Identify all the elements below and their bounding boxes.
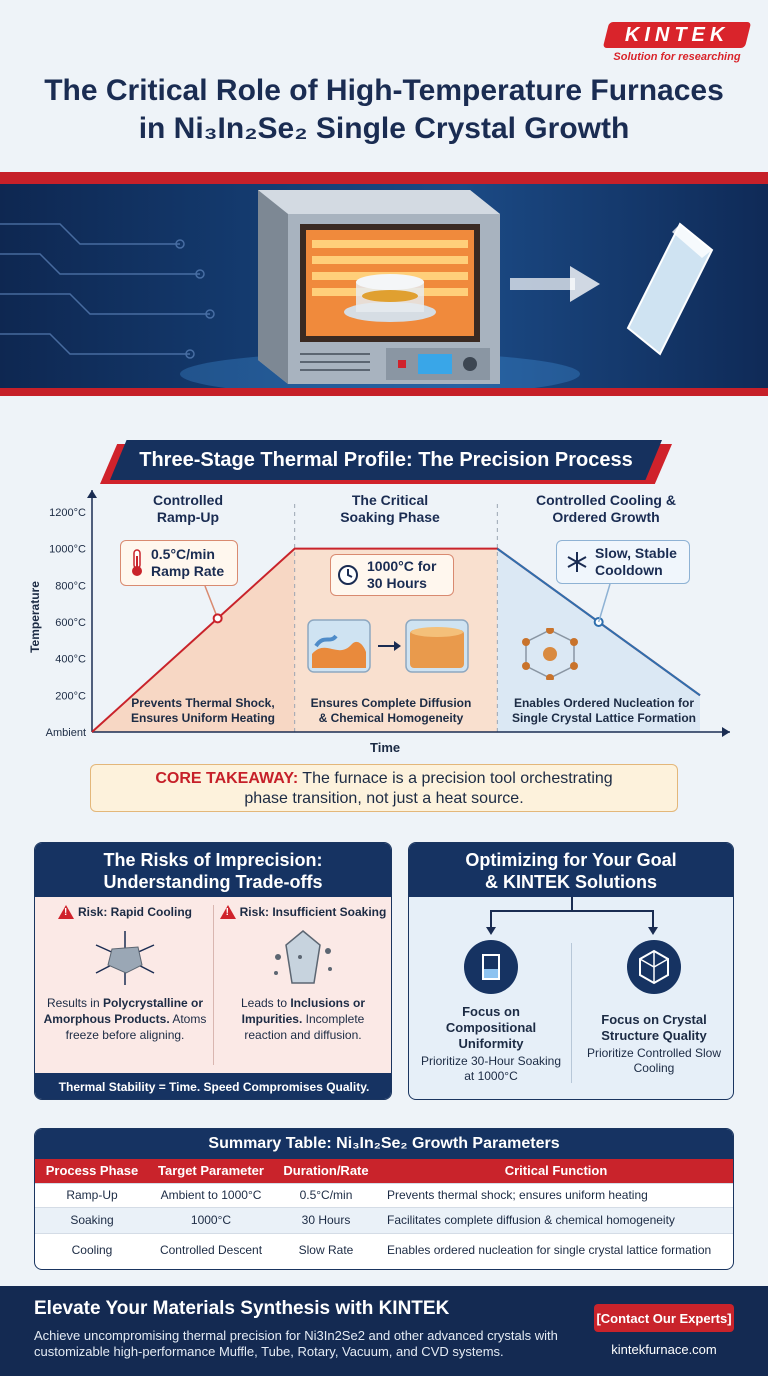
warning-icon <box>58 905 74 919</box>
warning-icon <box>219 905 236 919</box>
logo-text: KINTEK <box>624 23 730 46</box>
col-header: Process Phase <box>35 1159 149 1183</box>
x-axis-label: Time <box>370 740 401 755</box>
y-tick-label: 400°C <box>55 654 86 666</box>
footer-heading: Elevate Your Materials Synthesis with KI… <box>34 1298 450 1319</box>
hero-stripe-top <box>0 172 768 184</box>
snowflake-icon <box>567 552 587 572</box>
takeaway-text: The furnace is a precision tool orchestr… <box>298 770 613 787</box>
website-link[interactable]: kintekfurnace.com <box>611 1342 717 1357</box>
stage-1-note: Prevents Thermal Shock,Ensures Uniform H… <box>130 696 276 725</box>
branch-connector <box>486 897 658 935</box>
thermometer-icon <box>132 549 142 576</box>
section-title: Three-Stage Thermal Profile: The Precisi… <box>139 448 633 471</box>
summary-table: Summary Table: Ni₃In₂Se₂ Growth Paramete… <box>34 1128 734 1270</box>
footer-text: Achieve uncompromising thermal precision… <box>34 1328 558 1359</box>
y-tick-label: 800°C <box>55 580 86 592</box>
ramp-callout-pointer <box>204 585 219 619</box>
chart-svg: Ambient 200°C 400°C 600°C 800°C 1000°C 1200°C <box>46 490 730 739</box>
risk-insufficient-soaking: Risk: Insufficient Soaking Leads to Incl… <box>219 905 387 1043</box>
goal-compositional-uniformity: Focus on Compositional Uniformity Priori… <box>417 939 565 1084</box>
title-line-2: in Ni₃In₂Se₂ Single Crystal Growth <box>138 112 630 145</box>
col-header: Duration/Rate <box>273 1159 379 1183</box>
takeaway-line-2: phase transition, not just a heat source… <box>244 790 524 807</box>
contact-experts-button[interactable]: [Contact Our Experts] <box>594 1304 734 1332</box>
crystal-structure-icon <box>627 940 681 994</box>
stage-3-title: Controlled Cooling &Ordered Growth <box>536 492 676 525</box>
y-tick-label: 600°C <box>55 617 86 629</box>
col-header: Target Parameter <box>149 1159 273 1183</box>
section-band: Three-Stage Thermal Profile: The Precisi… <box>110 440 662 480</box>
stage-2-note: Ensures Complete Diffusion& Chemical Hom… <box>310 696 472 725</box>
furnace-illustration <box>0 190 714 388</box>
hero-stripe-bottom <box>0 388 768 396</box>
risks-panel-header: The Risks of Imprecision:Understanding T… <box>35 843 391 897</box>
diffusion-illustration <box>307 619 469 673</box>
col-header: Critical Function <box>379 1159 733 1183</box>
y-axis-arrow <box>87 490 97 498</box>
y-tick-label: Ambient <box>46 727 86 739</box>
clock-icon <box>338 565 358 585</box>
lattice-icon <box>522 628 578 680</box>
takeaway-label: CORE TAKEAWAY: <box>155 770 299 787</box>
fractured-crystal-icon <box>95 931 155 985</box>
hero-banner <box>0 184 768 388</box>
title-line-1: The Critical Role of High-Temperature Fu… <box>44 74 724 107</box>
logo-tagline: Solution for researching <box>613 51 741 63</box>
goal-crystal-structure: Focus on Crystal Structure Quality Prior… <box>579 939 729 1076</box>
risk-rapid-cooling: Risk: Rapid Cooling Results in Polycryst… <box>41 905 209 1043</box>
beaker-icon <box>464 940 518 994</box>
y-tick-label: 1200°C <box>49 507 86 519</box>
optimize-panel: Optimizing for Your Goal& KINTEK Solutio… <box>408 842 734 1100</box>
x-axis-arrow <box>722 727 730 737</box>
cool-area <box>497 548 700 732</box>
impure-crystal-icon <box>274 930 332 984</box>
page-title: The Critical Role of High-Temperature Fu… <box>0 72 768 148</box>
kintek-logo: KINTEK Solution for researching <box>602 22 752 66</box>
table-title: Summary Table: Ni₃In₂Se₂ Growth Paramete… <box>35 1129 733 1159</box>
parameters-table: Process Phase Target Parameter Duration/… <box>35 1159 733 1267</box>
core-takeaway: CORE TAKEAWAY: The furnace is a precisio… <box>90 764 678 812</box>
cool-callout-pointer <box>597 583 611 623</box>
y-tick-label: 1000°C <box>49 544 86 556</box>
y-tick-label: 200°C <box>55 690 86 702</box>
footer: Elevate Your Materials Synthesis with KI… <box>0 1286 768 1376</box>
y-axis-label: Temperature <box>28 581 42 653</box>
risks-footer: Thermal Stability = Time. Speed Compromi… <box>35 1073 391 1099</box>
ramp-marker <box>212 613 223 624</box>
optimize-panel-header: Optimizing for Your Goal& KINTEK Solutio… <box>409 843 733 897</box>
risks-panel: The Risks of Imprecision:Understanding T… <box>34 842 392 1100</box>
